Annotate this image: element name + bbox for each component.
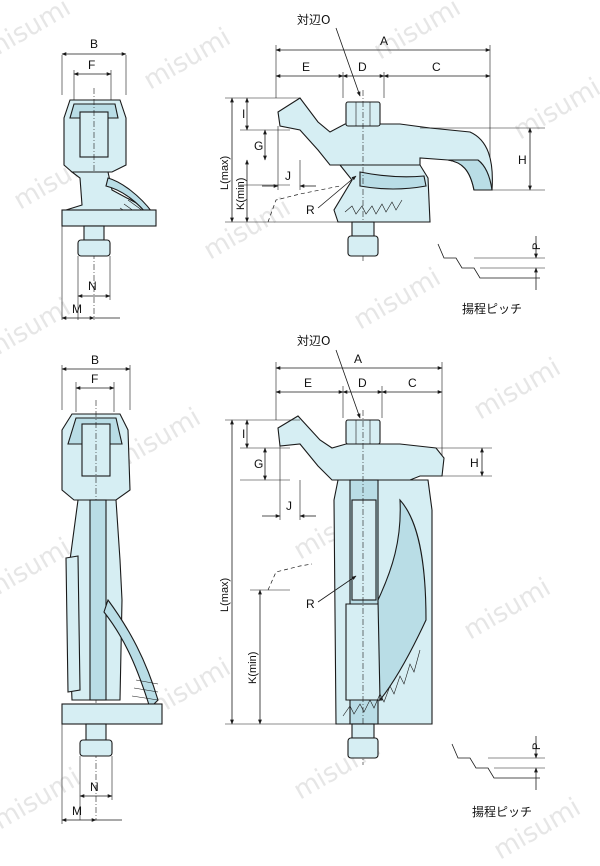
dim-label-l-max-top: L(max) [219, 156, 231, 190]
side-view-bottom: 対辺O A E D C [219, 334, 492, 765]
watermark: misumi [459, 573, 556, 647]
lift-pitch-label-top: 揚程ピッチ [462, 301, 522, 316]
dim-label-f: F [88, 58, 95, 72]
lift-pitch-detail-top: P 揚程ピッチ [437, 236, 545, 316]
across-flats-label-bottom: 対辺O [297, 334, 330, 348]
dim-label-e: E [302, 60, 310, 74]
front-view-top: B F N M [61, 37, 157, 320]
lift-pitch-detail-bottom: P 揚程ピッチ [451, 736, 545, 819]
dim-label-c-bottom: C [408, 376, 417, 390]
watermark: misumi [349, 263, 446, 337]
dim-label-d-bottom: D [358, 376, 367, 390]
dim-label-m-bottom: M [72, 804, 82, 818]
side-view-top: 対辺O A E D C [219, 13, 545, 262]
watermark: misumi [139, 23, 236, 97]
dim-label-g-bottom: G [254, 457, 263, 471]
dim-label-i-top: I [242, 107, 245, 121]
dim-label-l-max-bottom: L(max) [219, 578, 231, 612]
dim-label-k-min-bottom: K(min) [247, 652, 259, 684]
dim-label-b-bottom: B [91, 353, 99, 367]
lift-pitch-label-bottom: 揚程ピッチ [472, 804, 532, 819]
across-flats-label-top: 対辺O [297, 13, 330, 27]
watermark: misumi [0, 763, 86, 837]
watermark: misumi [0, 293, 76, 367]
dim-label-i-bottom: I [242, 427, 245, 441]
watermark: misumi [0, 533, 76, 607]
dim-label-e-bottom: E [304, 376, 312, 390]
dim-label-g-top: G [254, 139, 263, 153]
dim-label-a: A [380, 34, 388, 48]
clamp-arm-long [277, 415, 445, 481]
dim-label-b: B [90, 37, 98, 51]
dim-label-j-top: J [285, 169, 291, 183]
dim-label-h-top: H [518, 153, 527, 167]
dim-label-d: D [358, 60, 367, 74]
dim-label-k-min-top: K(min) [235, 178, 247, 210]
dim-label-n: N [88, 279, 97, 293]
dim-label-p-top: P [531, 243, 543, 250]
dim-label-r-top: R [306, 203, 315, 217]
watermark: misumi [469, 353, 566, 427]
watermark: misumi [489, 793, 586, 866]
dim-label-r-bottom: R [306, 597, 315, 611]
watermark: misumi [0, 0, 76, 66]
dim-label-n-bottom: N [90, 780, 99, 794]
dim-label-p-bottom: P [531, 743, 543, 750]
dim-label-j-bottom: J [286, 499, 292, 513]
dim-label-m: M [72, 302, 82, 316]
front-view-bottom: B F N M [61, 353, 163, 824]
dim-label-c: C [432, 60, 441, 74]
watermark: misumi [509, 73, 600, 147]
dim-label-h-bottom: H [470, 456, 479, 470]
dim-label-f-bottom: F [91, 372, 98, 386]
dim-label-a-bottom: A [354, 352, 362, 366]
